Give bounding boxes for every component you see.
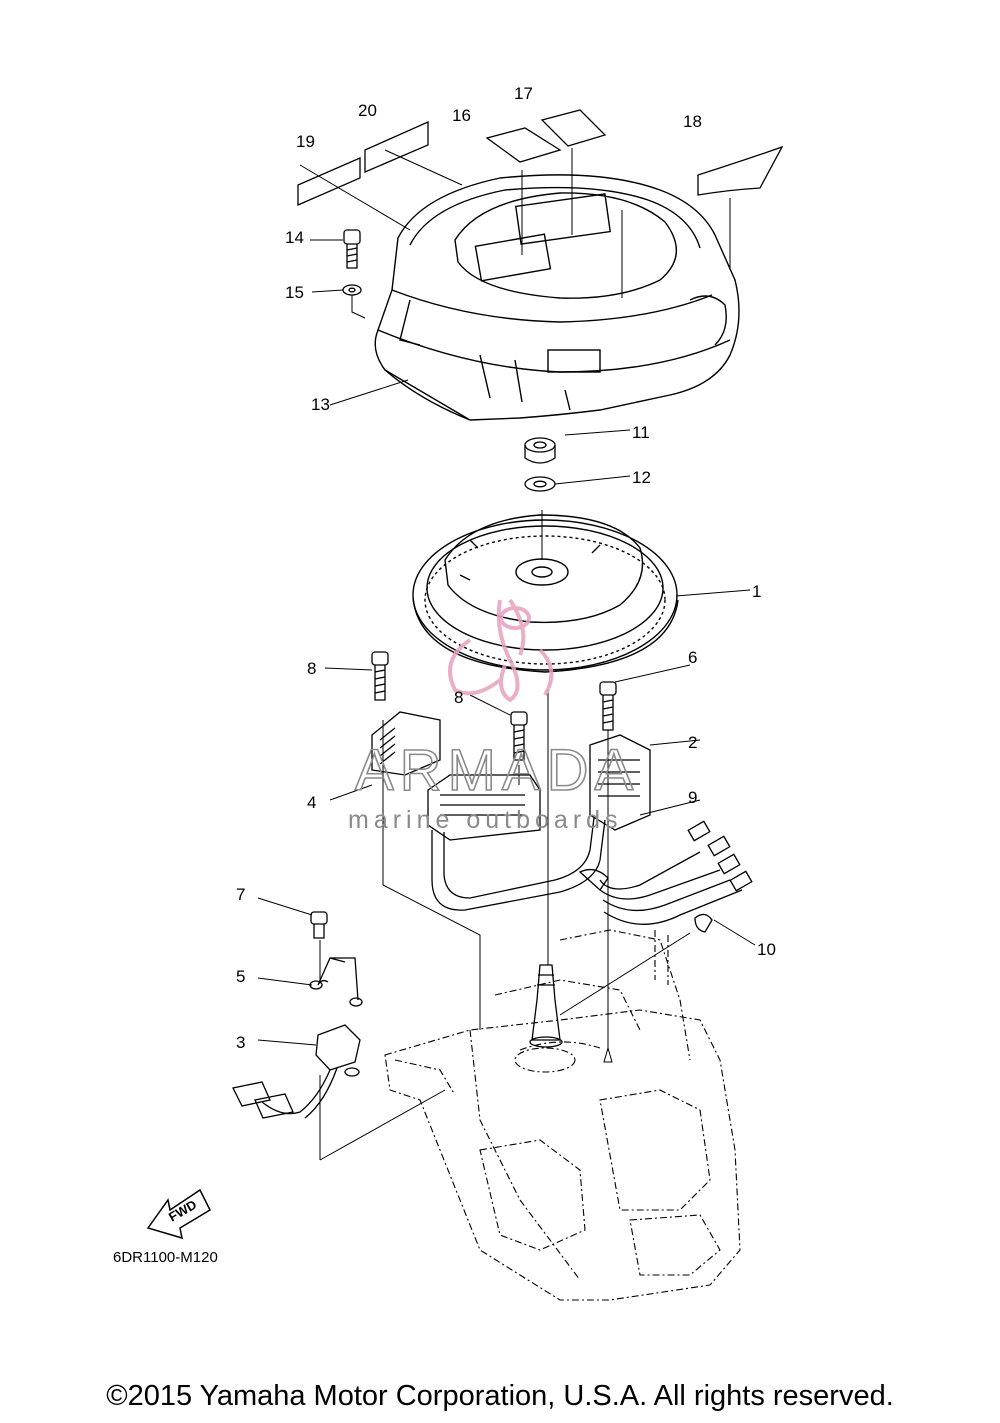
decal-18 — [697, 145, 784, 196]
callout-20: 20 — [358, 101, 377, 120]
pulser-coil-2 — [589, 734, 651, 831]
bolt-6 — [599, 681, 617, 731]
callout-12: 12 — [632, 468, 651, 487]
copyright-notice: ©2015 Yamaha Motor Corporation, U.S.A. A… — [106, 1380, 894, 1412]
callout-8-upper: 8 — [307, 659, 316, 678]
charge-coil-4 — [371, 711, 441, 776]
watermark-logo-icon — [448, 598, 554, 703]
fwd-label: FWD — [166, 1197, 199, 1225]
part-3 — [232, 1024, 361, 1119]
callout-11: 11 — [632, 423, 650, 442]
callout-16: 16 — [452, 106, 471, 125]
callout-4: 4 — [307, 793, 316, 812]
drawing-code: 6DR1100-M120 — [113, 1249, 218, 1266]
callout-14: 14 — [285, 228, 304, 247]
washer-12 — [524, 476, 556, 492]
decal-17 — [540, 109, 607, 147]
washer-15 — [342, 284, 362, 296]
callouts: 1 2 3 4 5 6 7 8 8 9 10 11 12 13 14 15 16… — [236, 84, 776, 1052]
bolt-14 — [343, 229, 361, 269]
callout-15: 15 — [285, 283, 304, 302]
bolt-8-lower — [510, 711, 528, 761]
nut-11 — [524, 437, 556, 464]
callout-19: 19 — [296, 132, 315, 151]
callout-9: 9 — [688, 788, 697, 807]
callout-3: 3 — [236, 1033, 245, 1052]
decal-16 — [485, 127, 562, 163]
harness-9 — [431, 817, 753, 925]
bolt-8-upper — [371, 651, 389, 701]
callout-17: 17 — [514, 84, 533, 103]
crankshaft — [529, 964, 563, 1048]
watermark-tagline: marine outboards — [348, 806, 623, 834]
callout-2: 2 — [688, 733, 697, 752]
decal-19 — [297, 157, 361, 206]
decals — [297, 109, 784, 206]
decal-20 — [364, 120, 429, 173]
source-coil — [427, 774, 541, 841]
engine-block — [384, 929, 741, 1301]
watermark-brand: ARMADA — [355, 738, 639, 803]
callout-10: 10 — [757, 940, 776, 959]
callout-6: 6 — [688, 648, 697, 667]
watermark: ARMADA marine outboards — [348, 598, 639, 834]
callout-18: 18 — [683, 112, 702, 131]
flywheel-cover — [374, 174, 740, 421]
callout-1: 1 — [752, 582, 761, 601]
bolt-7 — [310, 911, 328, 939]
leader-lines — [257, 148, 756, 1161]
callout-8-lower: 8 — [454, 688, 463, 707]
fwd-arrow-icon: FWD — [146, 1188, 211, 1240]
callout-5: 5 — [236, 967, 245, 986]
callout-13: 13 — [311, 395, 330, 414]
callout-7: 7 — [236, 885, 245, 904]
grommet-10 — [694, 913, 713, 933]
clamp-5 — [309, 957, 363, 1007]
flywheel — [412, 514, 679, 673]
